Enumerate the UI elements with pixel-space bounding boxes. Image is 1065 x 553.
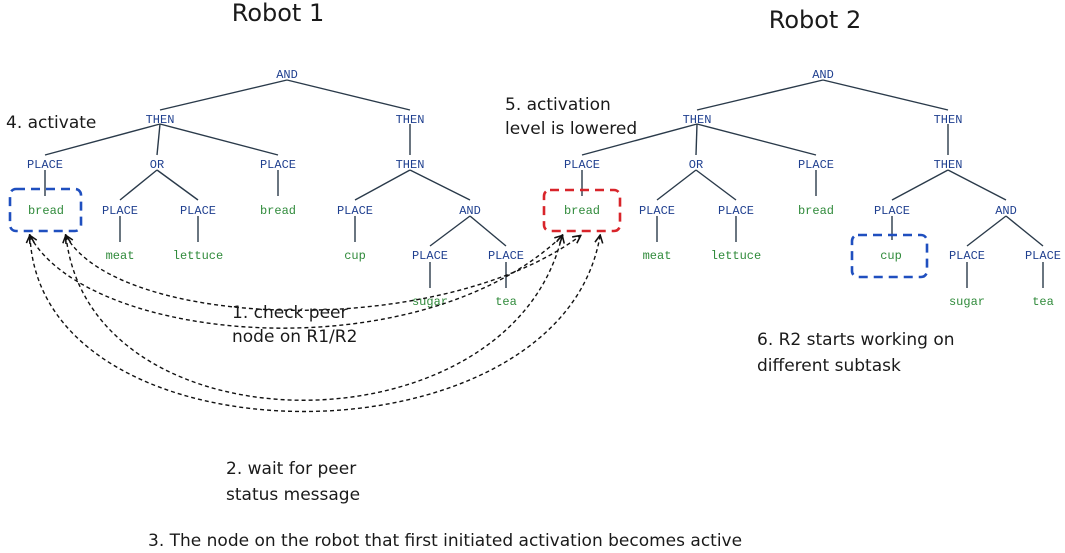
step6-label-line1: 6. R2 starts working on: [757, 330, 955, 350]
r1-bread-a-leaf: bread: [28, 204, 64, 218]
r2-and-node: AND: [812, 68, 834, 82]
r1-meat-leaf: meat: [106, 249, 135, 263]
step1-label-line2: node on R1/R2: [232, 327, 357, 347]
check-peer-arrow-inner: [66, 236, 580, 311]
step4-label: 4. activate: [6, 113, 96, 133]
r2-place-b-node: PLACE: [798, 158, 834, 172]
robot1-title: Robot 1: [232, 0, 325, 27]
r1-or-node: OR: [150, 158, 164, 172]
r1-place-a-node: PLACE: [27, 158, 63, 172]
step1-label-line1: 1. check peer: [232, 303, 348, 323]
r2-then-left-node: THEN: [683, 113, 712, 127]
robot1-tree: AND THEN THEN PLACE OR PLACE THEN bread …: [8, 68, 524, 309]
r2-cup-active-box: [850, 233, 929, 279]
r1-place-or2-node: PLACE: [180, 204, 216, 218]
r2-bread-b-leaf: bread: [798, 204, 834, 218]
r1-bread-b-leaf: bread: [260, 204, 296, 218]
wait-status-arrow-inner: [66, 236, 562, 401]
step2-label-line2: status message: [226, 485, 360, 505]
check-peer-arrow-outer: [30, 236, 562, 329]
r1-sugar-leaf: sugar: [412, 295, 448, 309]
r2-lettuce-leaf: lettuce: [711, 249, 761, 263]
r1-cup-leaf: cup: [344, 249, 366, 263]
step6-label-line2: different subtask: [757, 356, 901, 376]
r2-place-or2-node: PLACE: [718, 204, 754, 218]
r2-cup-leaf: cup: [880, 249, 902, 263]
r2-or-node: OR: [689, 158, 703, 172]
r2-then-inner-node: THEN: [934, 158, 963, 172]
r2-place-sugar-node: PLACE: [949, 249, 985, 263]
r2-then-right-node: THEN: [934, 113, 963, 127]
step2-label-line1: 2. wait for peer: [226, 459, 356, 479]
r2-and-inner-node: AND: [995, 204, 1017, 218]
robot2-title: Robot 2: [769, 6, 862, 34]
r1-then-inner-node: THEN: [396, 158, 425, 172]
wait-status-arrow-outer: [30, 236, 600, 413]
r1-place-cup-node: PLACE: [337, 204, 373, 218]
r1-lettuce-leaf: lettuce: [173, 249, 223, 263]
r1-place-sugar-node: PLACE: [412, 249, 448, 263]
step5-label-line1: 5. activation: [505, 95, 611, 115]
r1-then-left-node: THEN: [146, 113, 175, 127]
peer-communication-arrows: [30, 236, 600, 413]
r1-bread-active-box: [8, 187, 83, 233]
r2-place-or1-node: PLACE: [639, 204, 675, 218]
r2-bread-lowered-box: [542, 188, 622, 233]
r2-sugar-leaf: sugar: [949, 295, 985, 309]
r1-and-node: AND: [276, 68, 298, 82]
step5-label-line2: level is lowered: [505, 119, 637, 139]
r1-place-b-node: PLACE: [260, 158, 296, 172]
r1-tea-leaf: tea: [495, 295, 517, 309]
r2-place-a-node: PLACE: [564, 158, 600, 172]
r2-place-tea-node: PLACE: [1025, 249, 1061, 263]
r1-then-right-node: THEN: [396, 113, 425, 127]
r2-meat-leaf: meat: [643, 249, 672, 263]
r1-and-inner-node: AND: [459, 204, 481, 218]
step3-caption: 3. The node on the robot that first init…: [148, 531, 742, 551]
r1-place-tea-node: PLACE: [488, 249, 524, 263]
robot2-tree: AND THEN THEN PLACE OR PLACE THEN bread …: [542, 68, 1061, 309]
r2-bread-a-leaf: bread: [564, 204, 600, 218]
r1-place-or1-node: PLACE: [102, 204, 138, 218]
r2-tea-leaf: tea: [1032, 295, 1054, 309]
r2-place-cup-node: PLACE: [874, 204, 910, 218]
